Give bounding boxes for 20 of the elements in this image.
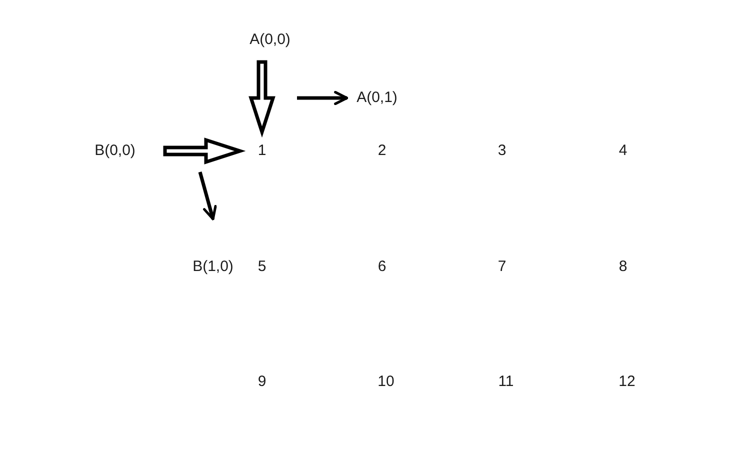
matrix-entry: 7 [498,258,506,276]
matrix-entry: 2 [378,142,386,160]
matrix-entry: 12 [618,373,636,391]
matrix-entry: 1 [258,142,266,160]
matrix-entry: 11 [498,373,514,391]
hollow-arrow [163,138,246,164]
arrow [297,90,348,106]
matrix-entry: 8 [618,258,628,276]
hollow-arrow [248,60,276,138]
coordinate-label: A(0,1) [356,89,398,107]
coordinate-label: B(1,0) [192,258,234,276]
matrix-entry: 4 [618,142,628,160]
matrix-entry: 9 [258,373,266,391]
matrix-entry: 3 [498,142,506,160]
matrix-entry: 10 [378,373,394,391]
matrix-entry: 5 [258,258,266,276]
arrow [198,172,217,220]
coordinate-label: B(0,0) [94,142,136,160]
coordinate-label: A(0,0) [250,31,290,49]
matrix-entry: 6 [378,258,386,276]
